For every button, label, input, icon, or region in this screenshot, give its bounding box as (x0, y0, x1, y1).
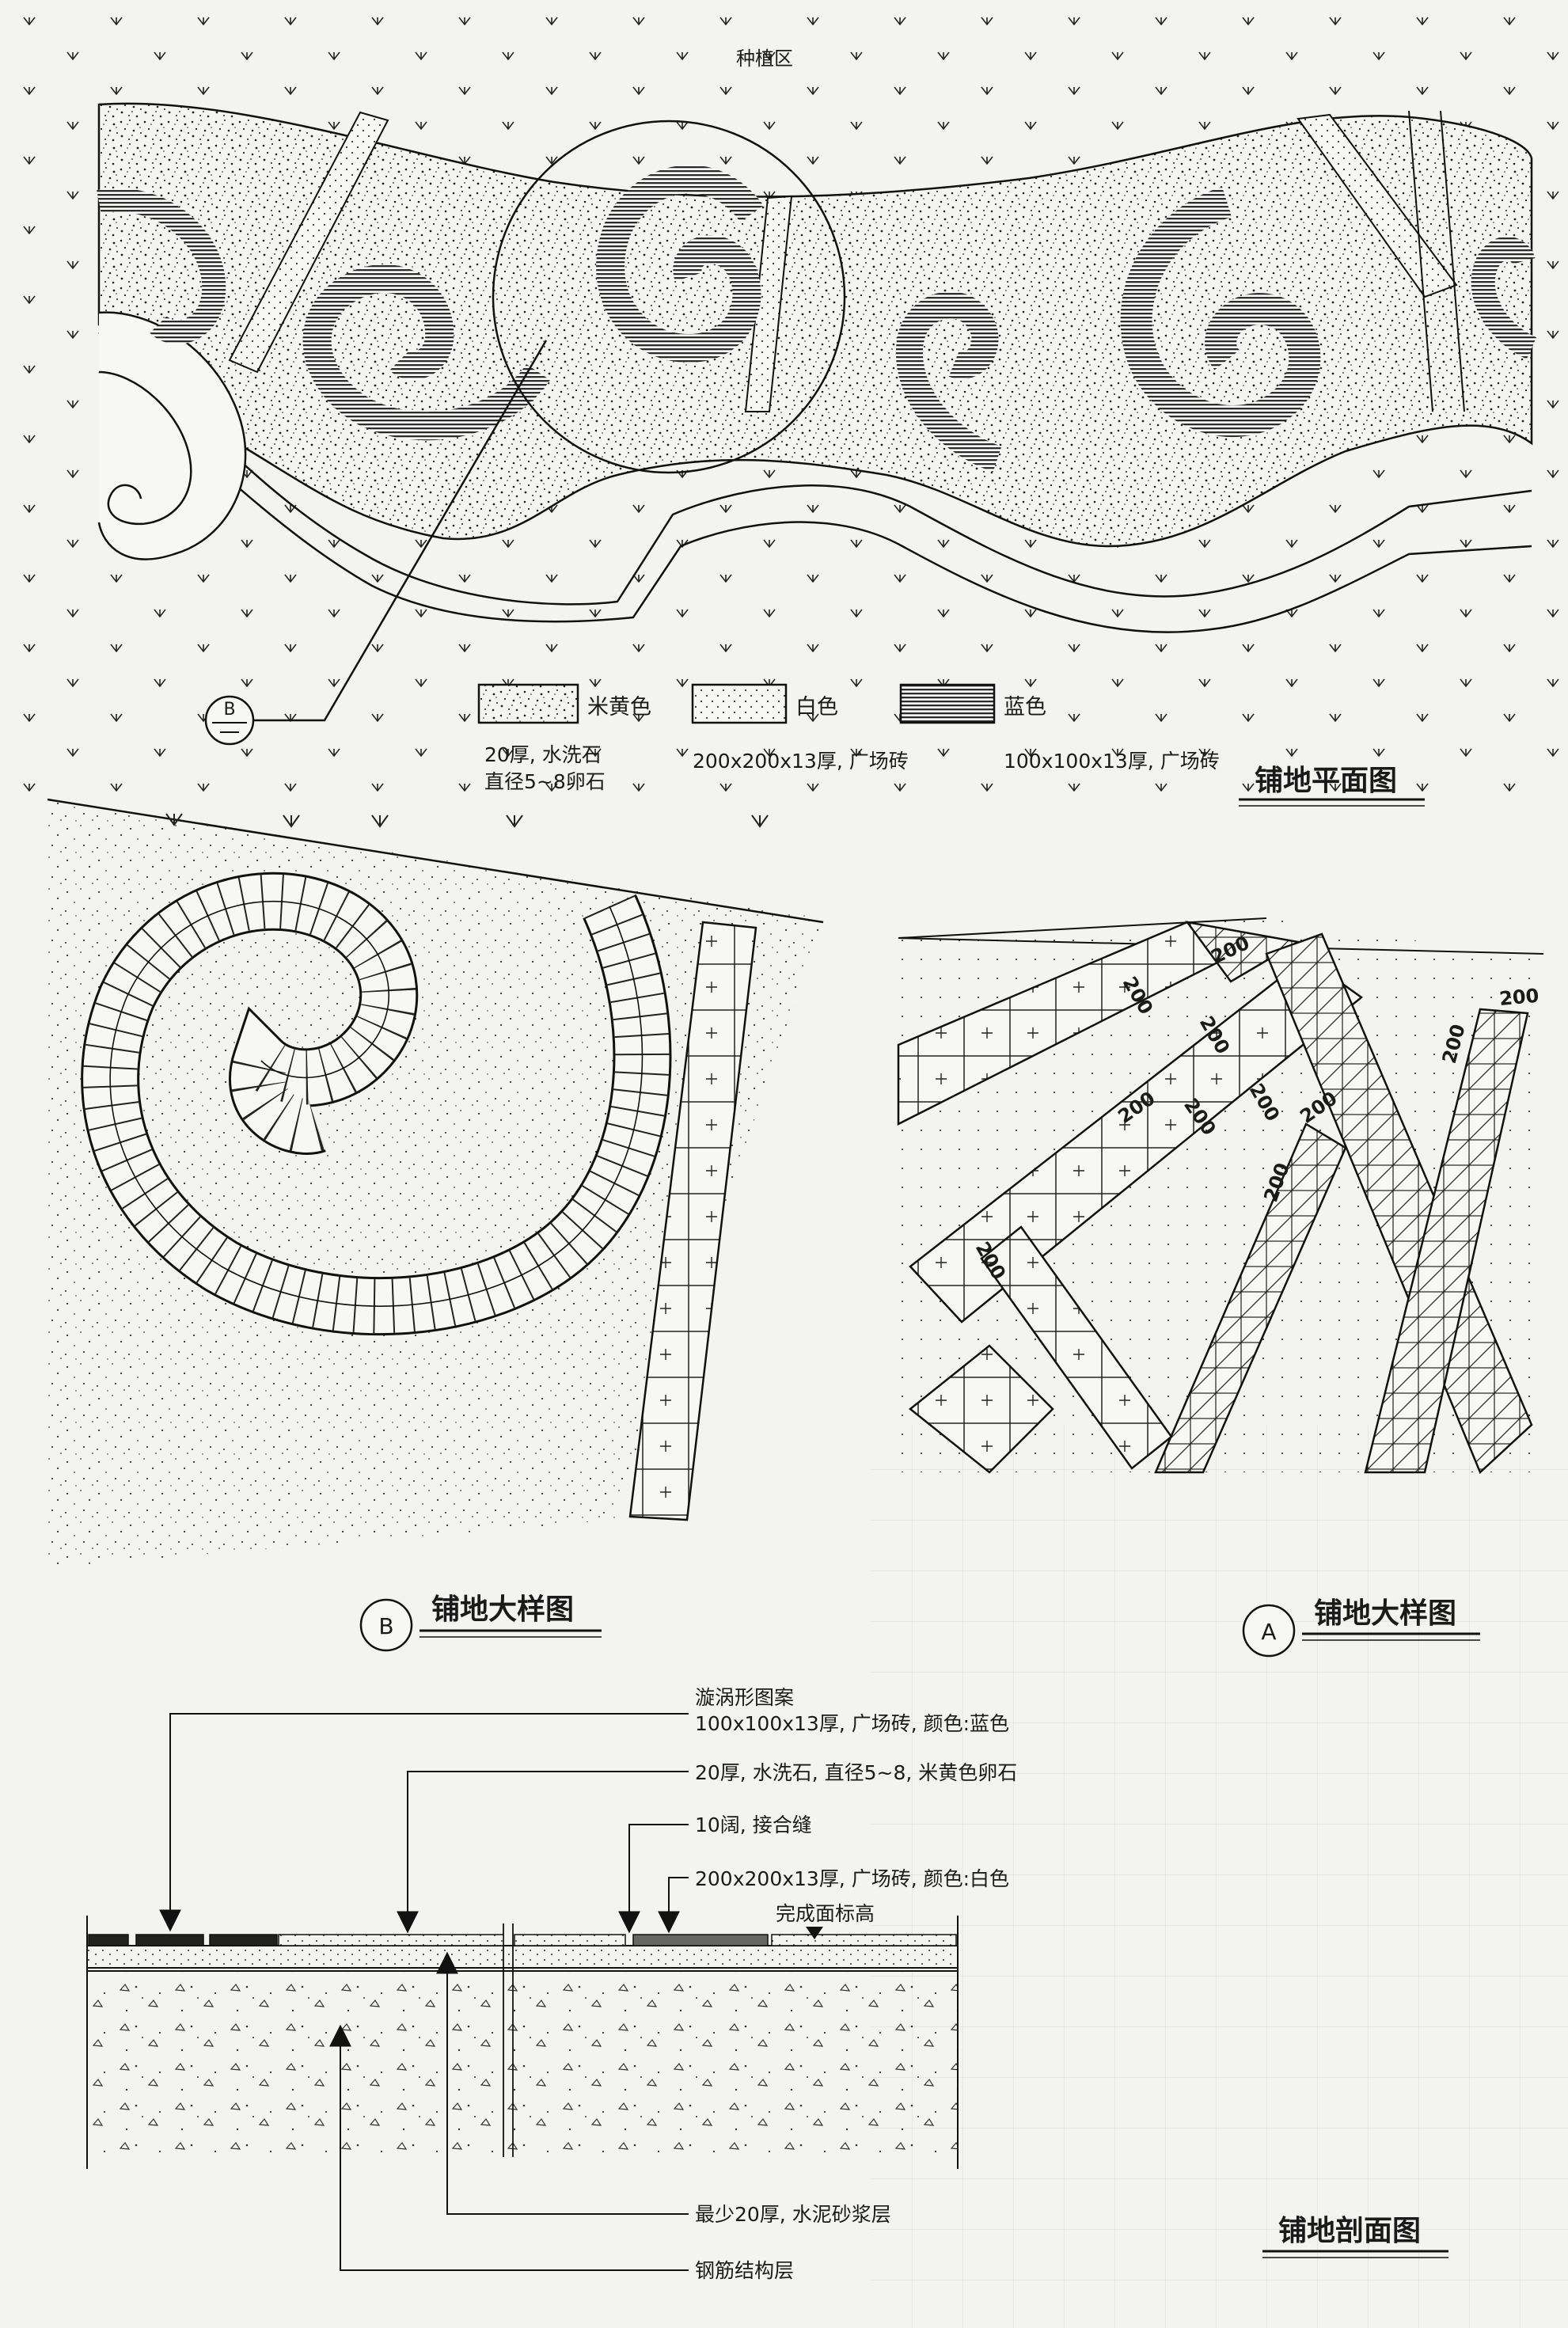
legend-spec: 100x100x13厚, 广场砖 (1004, 750, 1220, 773)
finish-level-label: 完成面标高 (776, 1902, 875, 1925)
white-tile-band (1297, 113, 1458, 298)
area-marker: 种植区 (736, 47, 793, 70)
surface-tiles (88, 1934, 957, 1946)
dim-label: 200 (1498, 985, 1540, 1010)
note-text: 20厚, 水洗石, 直径5~8, 米黄色卵石 (695, 1761, 1017, 1784)
blue-spiral (1120, 186, 1321, 438)
paving-plan: 种植区 B (0, 0, 1568, 807)
blue-spiral (596, 165, 764, 363)
rc-structure-layer (87, 1971, 958, 2153)
white-tile-band (228, 111, 389, 374)
spiral-centerline (109, 901, 644, 1307)
leader-line (436, 1951, 689, 2215)
legend-name: 蓝色 (1004, 695, 1046, 720)
detail-b: B 铺地大样图 (47, 798, 824, 1652)
detail-a: 200 200 200 200 200 200 200 200 200 200 … (897, 917, 1544, 1658)
detail-b-title-text: 铺地大样图 (431, 1593, 574, 1626)
blue-tile-band (1364, 1008, 1529, 1474)
band-edge (1408, 110, 1433, 412)
blue-spiral (302, 264, 550, 441)
legend-spec: 20厚, 水洗石 (484, 743, 602, 766)
background-grid (871, 1425, 1568, 2328)
note-text: 钢筋结构层 (695, 2259, 794, 2282)
blue-spiral (97, 188, 226, 344)
finish-level-marker: 完成面标高 (776, 1902, 875, 1939)
plan-title: 铺地平面图 (1255, 765, 1397, 797)
detail-a-title: A 铺地大样图 (1242, 1597, 1480, 1658)
legend-spec: 直径5~8卵石 (484, 770, 606, 793)
blue-tile-band (1154, 1122, 1347, 1474)
callout-letter: B (378, 1613, 393, 1639)
note-text: 最少20厚, 水泥砂浆层 (695, 2203, 891, 2226)
path-border (98, 370, 1532, 633)
note-text: 100x100x13厚, 广场砖, 颜色:蓝色 (695, 1712, 1009, 1735)
blue-spiral (1471, 236, 1537, 359)
note-text: 200x200x13厚, 广场砖, 颜色:白色 (695, 1867, 1009, 1890)
legend-swatch-blue (899, 683, 996, 724)
leader-line (618, 1824, 689, 1934)
blue-spiral (895, 291, 1002, 473)
callout-letter: A (1261, 1619, 1276, 1645)
section-title: 铺地剖面图 (1278, 2215, 1421, 2247)
legend-name: 米黄色 (587, 695, 651, 720)
legend-spec: 200x200x13厚, 广场砖 (693, 750, 909, 773)
callout-b: B (204, 340, 548, 746)
note-text: 漩涡形图案 (695, 1686, 794, 1709)
legend: 米黄色 20厚, 水洗石 直径5~8卵石 白色 200x200x13厚, 广场砖… (477, 683, 1220, 793)
detail-b-title: B 铺地大样图 (359, 1593, 602, 1652)
mortar-layer (86, 1945, 959, 1969)
band-edge (1440, 110, 1465, 412)
detail-a-title-text: 铺地大样图 (1314, 1597, 1456, 1630)
edge-line (898, 917, 1267, 939)
white-tile-band (908, 1344, 1054, 1474)
note-text: 10阔, 接合缝 (695, 1813, 812, 1836)
detail-circle (492, 120, 846, 474)
arrow-marks (165, 813, 769, 828)
leader-line (159, 1713, 689, 1932)
legend-name: 白色 (795, 695, 838, 720)
paving-section: 漩涡形图案 100x100x13厚, 广场砖, 颜色:蓝色 20厚, 水洗石, … (86, 1686, 1448, 2282)
svg-text:B: B (223, 700, 235, 720)
leader-line (329, 2024, 689, 2271)
white-tile-band (744, 195, 793, 412)
white-tile-strip (628, 921, 757, 1521)
legend-swatch-white (691, 683, 788, 724)
leader-line (397, 1771, 689, 1934)
legend-swatch-beige (477, 683, 579, 724)
leader-line (658, 1877, 689, 1934)
blue-tile-band (1185, 921, 1301, 983)
path-border (98, 332, 1532, 606)
section-notes-top: 漩涡形图案 100x100x13厚, 广场砖, 颜色:蓝色 20厚, 水洗石, … (695, 1686, 1017, 1890)
